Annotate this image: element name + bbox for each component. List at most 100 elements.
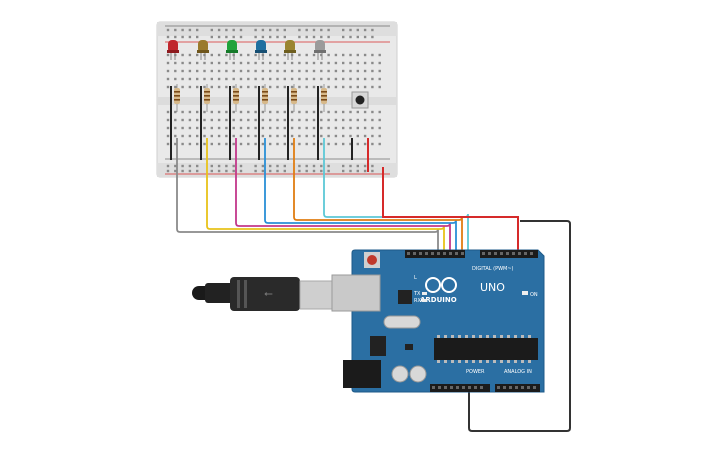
usb-plug-housing bbox=[230, 277, 300, 311]
breadboard-hole bbox=[378, 85, 381, 89]
header-hole bbox=[443, 252, 446, 255]
breadboard-hole bbox=[203, 77, 206, 81]
breadboard-hole bbox=[254, 142, 257, 146]
breadboard-hole bbox=[371, 110, 374, 114]
chip-pin bbox=[444, 360, 447, 363]
breadboard-hole bbox=[283, 77, 286, 81]
breadboard-hole bbox=[269, 61, 272, 65]
resistor-band bbox=[291, 99, 297, 101]
header-hole bbox=[444, 386, 447, 389]
breadboard-hole bbox=[298, 77, 301, 81]
breadboard-hole bbox=[312, 142, 316, 146]
rail-hole bbox=[276, 28, 279, 32]
rail-hole bbox=[305, 35, 308, 39]
breadboard-hole bbox=[320, 61, 323, 65]
chip-pin bbox=[514, 335, 517, 338]
rx-label: RX bbox=[414, 298, 421, 304]
chip-pin bbox=[451, 360, 454, 363]
rail-hole bbox=[181, 28, 184, 32]
breadboard-hole bbox=[320, 126, 323, 130]
breadboard-hole bbox=[342, 85, 345, 89]
rail-hole bbox=[269, 28, 272, 32]
pushbutton[interactable] bbox=[351, 91, 369, 109]
breadboard-hole bbox=[210, 77, 213, 81]
breadboard-hole bbox=[239, 126, 243, 130]
signal-wire bbox=[206, 138, 445, 252]
breadboard-hole bbox=[290, 126, 294, 130]
breadboard-hole bbox=[188, 110, 192, 114]
breadboard-hole bbox=[217, 134, 221, 138]
breadboard-hole bbox=[290, 110, 294, 114]
rail-hole bbox=[283, 28, 286, 32]
header-hole bbox=[432, 386, 435, 389]
breadboard-hole bbox=[276, 142, 279, 146]
breadboard-hole bbox=[283, 53, 286, 57]
breadboard-hole bbox=[305, 85, 308, 89]
rail-hole bbox=[225, 35, 228, 39]
header-hole bbox=[500, 252, 503, 255]
atmega-chip bbox=[434, 338, 538, 360]
breadboard-hole bbox=[290, 142, 294, 146]
rail-hole bbox=[210, 28, 213, 32]
header-hole bbox=[468, 386, 471, 389]
breadboard-hole bbox=[349, 110, 352, 114]
breadboard-hole bbox=[305, 61, 308, 65]
rail-hole bbox=[225, 169, 228, 173]
led bbox=[227, 40, 237, 53]
rail-hole bbox=[166, 169, 170, 173]
rail-hole bbox=[276, 35, 279, 39]
breadboard-hole bbox=[356, 69, 359, 73]
breadboard-hole bbox=[217, 53, 221, 57]
chip-pin bbox=[486, 335, 489, 338]
breadboard-hole bbox=[327, 53, 330, 57]
breadboard-hole bbox=[290, 61, 294, 65]
breadboard-hole bbox=[174, 69, 177, 73]
header-top-left bbox=[405, 250, 465, 258]
breadboard-hole bbox=[371, 61, 374, 65]
breadboard-hole bbox=[312, 53, 316, 57]
breadboard-hole bbox=[356, 110, 359, 114]
breadboard-hole bbox=[166, 77, 170, 81]
breadboard-hole bbox=[349, 53, 352, 57]
breadboard-hole bbox=[327, 110, 330, 114]
rail-hole bbox=[232, 164, 235, 168]
breadboard-hole bbox=[239, 85, 243, 89]
header-hole bbox=[512, 252, 515, 255]
usb-symbol-icon: ⭠ bbox=[264, 287, 273, 300]
breadboard-hole bbox=[371, 126, 374, 130]
rail-hole bbox=[269, 35, 272, 39]
rail-hole bbox=[356, 28, 359, 32]
breadboard-hole bbox=[225, 142, 228, 146]
rail-hole bbox=[166, 35, 170, 39]
resistor-band bbox=[204, 91, 210, 93]
breadboard-hole bbox=[327, 134, 330, 138]
header-hole bbox=[482, 252, 485, 255]
regulator bbox=[370, 336, 386, 356]
rail-hole bbox=[371, 164, 374, 168]
chip-pin bbox=[479, 335, 482, 338]
pushbutton-cap[interactable] bbox=[355, 95, 365, 105]
signal-wires bbox=[176, 138, 469, 252]
chip-pin bbox=[514, 360, 517, 363]
tx-led bbox=[422, 292, 427, 295]
breadboard-hole bbox=[283, 61, 286, 65]
breadboard-hole bbox=[196, 77, 199, 81]
breadboard-hole bbox=[349, 142, 352, 146]
breadboard-hole bbox=[232, 126, 235, 130]
reset-button[interactable] bbox=[367, 255, 377, 265]
rail-hole bbox=[305, 169, 308, 173]
breadboard-hole bbox=[239, 69, 243, 73]
header-hole bbox=[518, 252, 521, 255]
breadboard-hole bbox=[312, 69, 316, 73]
breadboard-hole bbox=[320, 118, 323, 122]
rail-hole bbox=[305, 164, 308, 168]
breadboard-hole bbox=[290, 77, 294, 81]
breadboard-hole bbox=[225, 85, 228, 89]
breadboard-hole bbox=[225, 118, 228, 122]
breadboard-hole bbox=[342, 142, 345, 146]
chip-pin bbox=[528, 360, 531, 363]
power-wire bbox=[382, 167, 519, 252]
header-hole bbox=[474, 386, 477, 389]
header-hole bbox=[497, 386, 500, 389]
signal-wire bbox=[293, 138, 463, 252]
